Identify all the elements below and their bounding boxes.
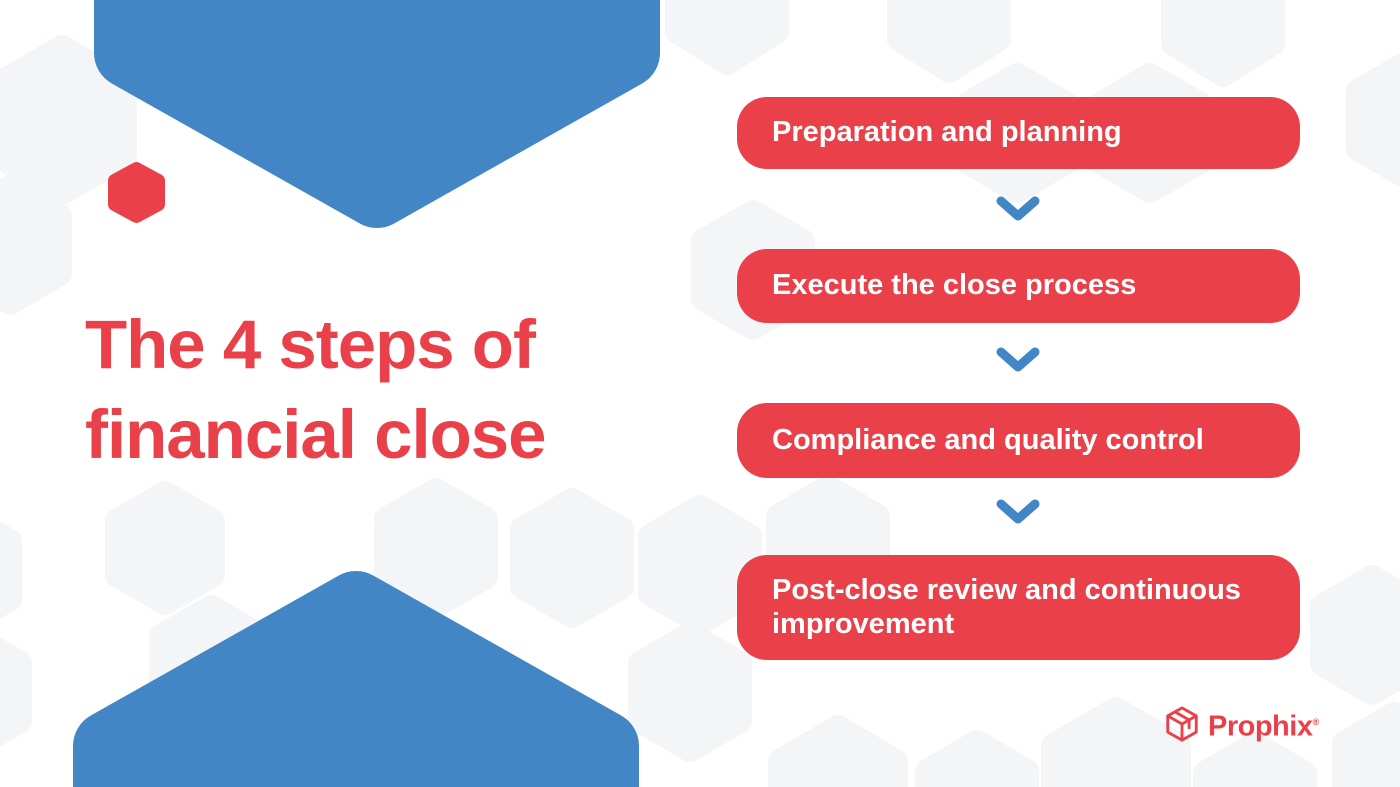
- page-title-line-1: The 4 steps of: [85, 306, 536, 383]
- step-2-execute-the-close-process: Execute the close process: [737, 249, 1300, 323]
- step-3-label: Compliance and quality control: [772, 423, 1204, 456]
- gray-hexagon-icon: [1332, 702, 1400, 787]
- gray-hexagon-icon: [0, 637, 32, 747]
- page-title-line-2: financial close: [85, 396, 547, 473]
- step-4-post-close-review: Post-close review and continuous improve…: [737, 555, 1300, 660]
- gray-hexagon-icon: [628, 622, 752, 762]
- chevron-down-icon: [996, 196, 1040, 221]
- gray-hexagon-icon: [0, 521, 22, 619]
- registered-mark: ®: [1312, 717, 1319, 727]
- prophix-wordmark: Prophix®: [1208, 710, 1319, 743]
- blue-hexagon-top-icon: [94, 0, 660, 228]
- gray-hexagon-icon: [1161, 0, 1285, 87]
- gray-hexagon-icon: [1310, 565, 1400, 705]
- gray-hexagon-icon: [374, 478, 498, 618]
- chevron-down-icon: [996, 499, 1040, 524]
- page-title: The 4 steps of financial close: [85, 300, 547, 480]
- prophix-logo: Prophix®: [1163, 702, 1319, 747]
- gray-hexagon-icon: [887, 0, 1011, 83]
- gray-hexagon-icon: [0, 175, 72, 315]
- prophix-cube-logo-icon: [1166, 706, 1198, 742]
- gray-hexagon-icon: [105, 481, 225, 615]
- blue-hexagon-bottom-icon: [73, 571, 639, 787]
- step-2-label: Execute the close process: [772, 269, 1137, 302]
- step-3-compliance-and-quality-control: Compliance and quality control: [737, 403, 1300, 478]
- gray-hexagon-icon: [768, 715, 908, 787]
- step-4-label: Post-close review and continuous improve…: [772, 574, 1241, 640]
- gray-hexagon-icon: [510, 488, 634, 628]
- step-1-preparation-and-planning: Preparation and planning: [737, 97, 1300, 169]
- step-1-label: Preparation and planning: [772, 116, 1122, 149]
- gray-hexagon-icon: [638, 495, 762, 635]
- gray-hexagon-icon: [665, 0, 789, 75]
- gray-hexagon-icon: [1346, 52, 1400, 188]
- gray-hexagon-icon: [1193, 732, 1317, 787]
- red-hexagon-icon: [108, 162, 165, 223]
- gray-hexagon-icon: [1041, 697, 1191, 787]
- chevron-down-icon: [996, 347, 1040, 372]
- gray-hexagon-icon: [915, 730, 1039, 787]
